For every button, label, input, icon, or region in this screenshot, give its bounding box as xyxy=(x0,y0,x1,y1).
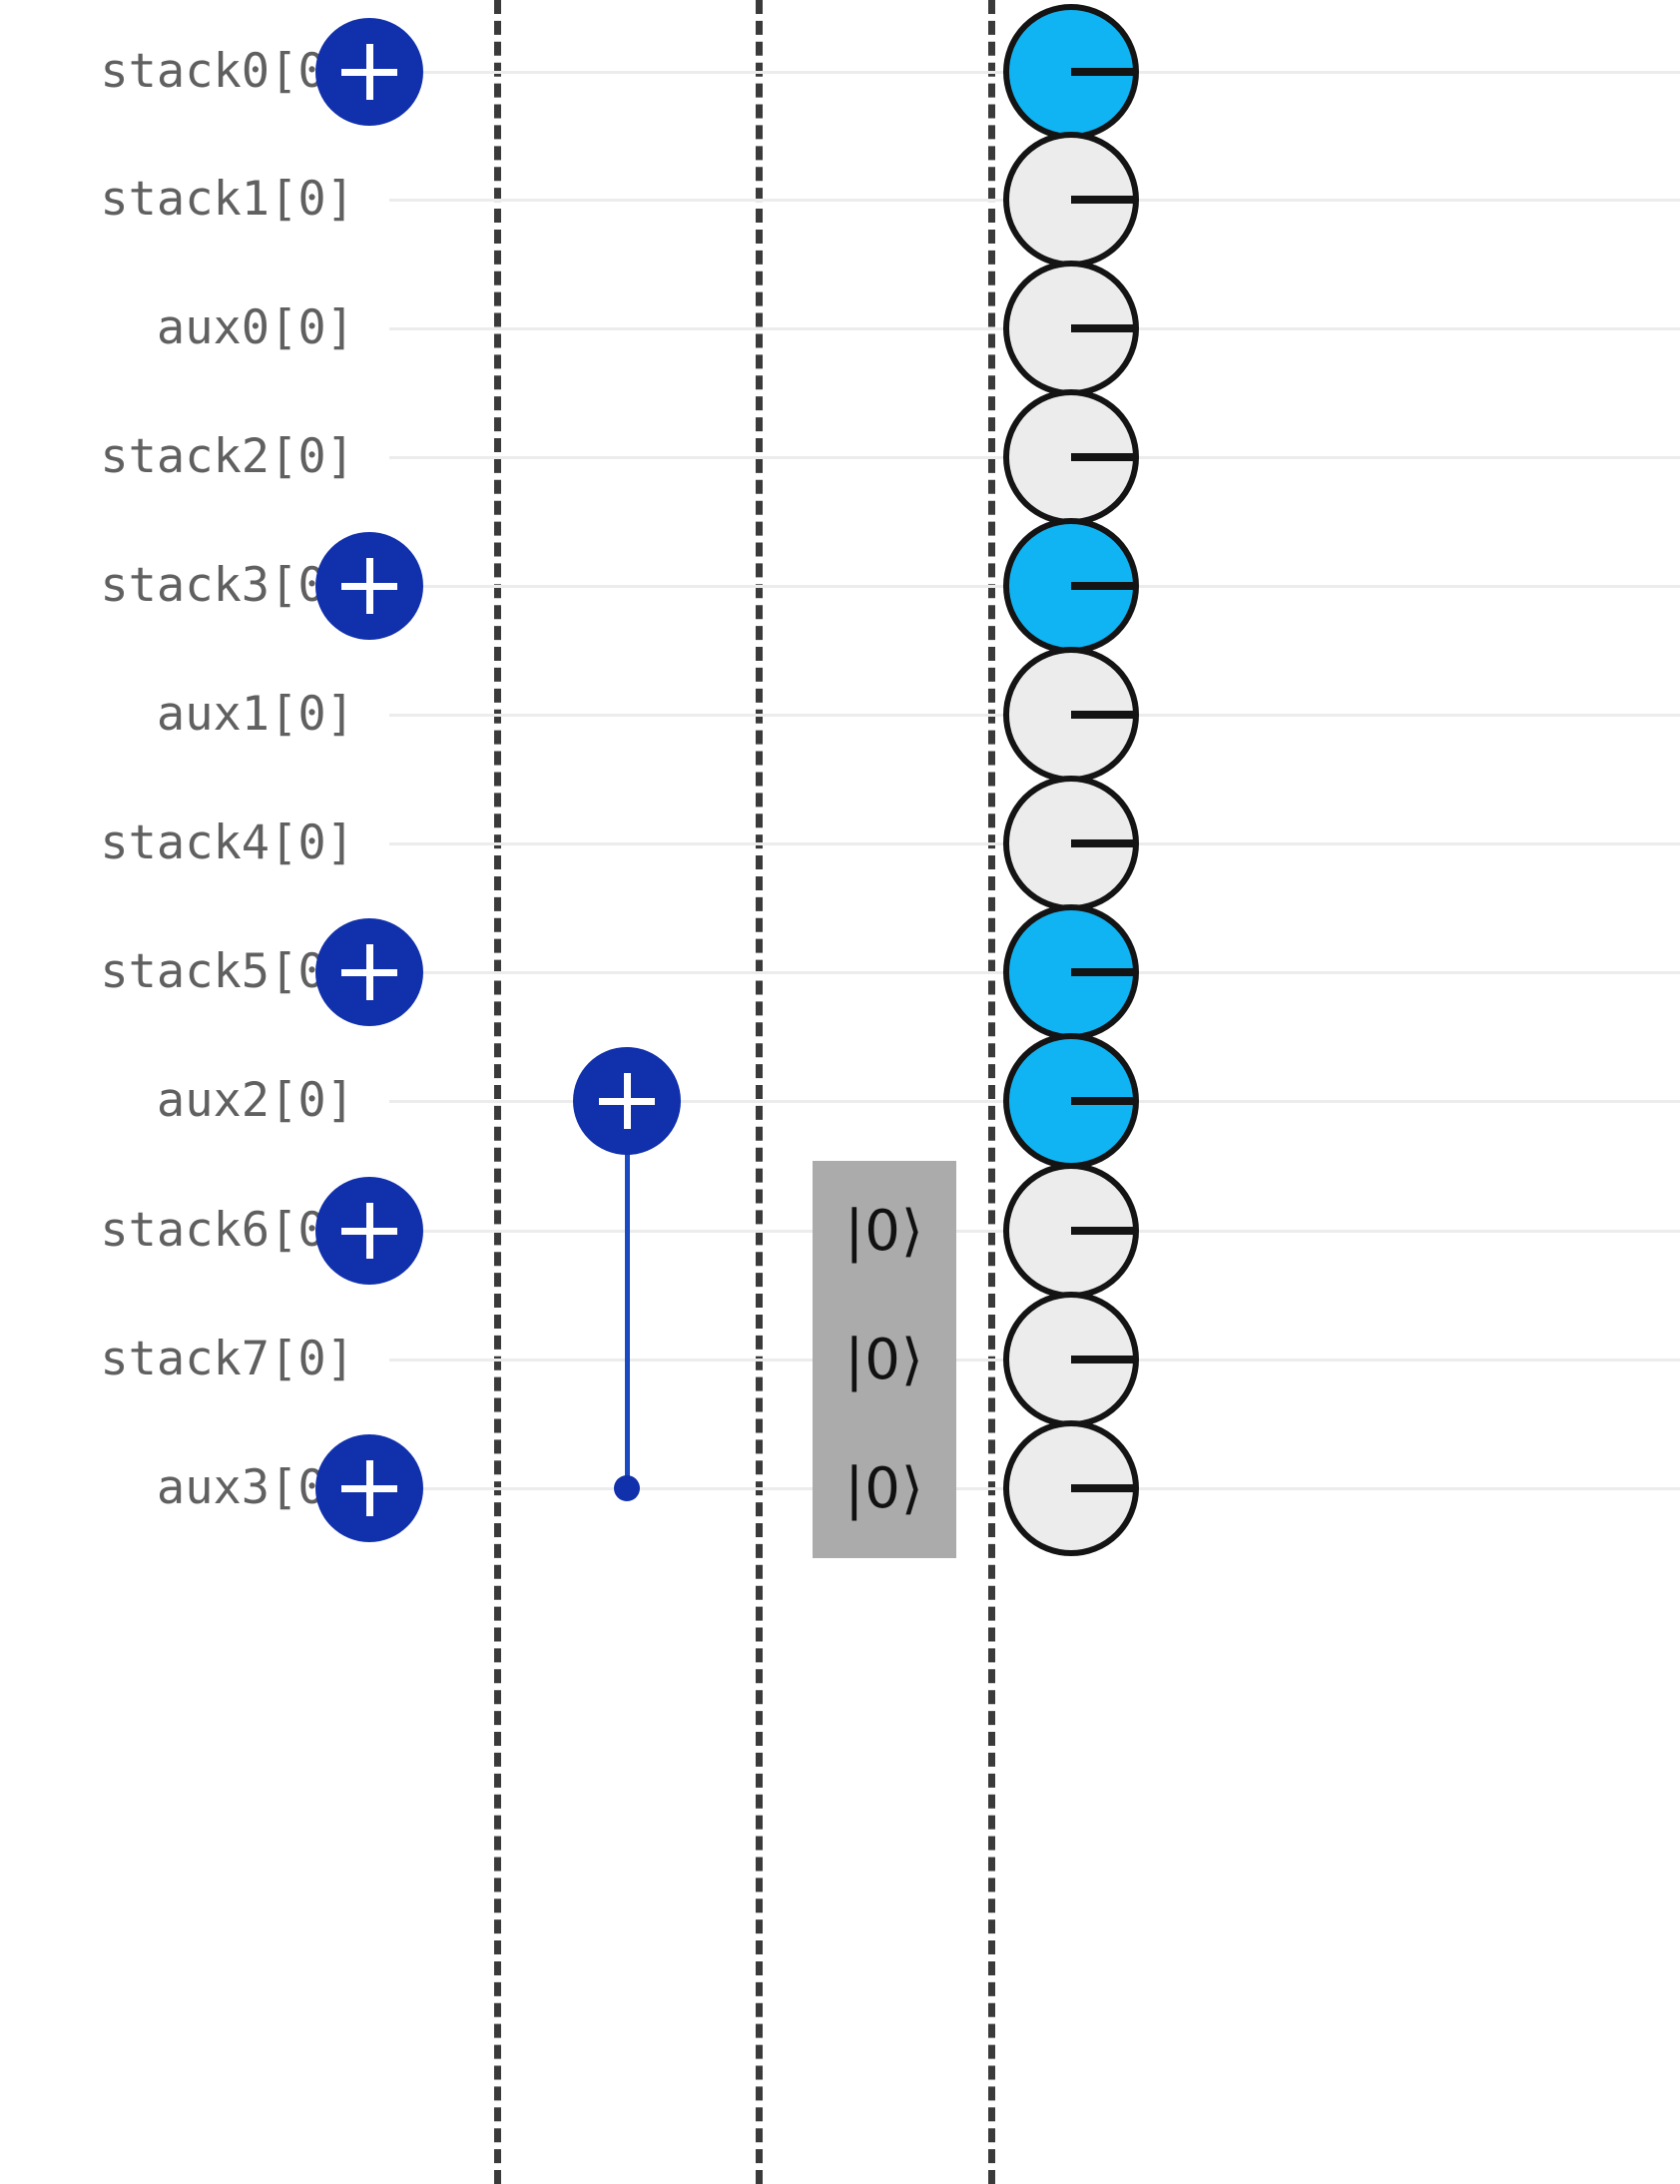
measurement-meter-icon[interactable] xyxy=(1003,518,1139,654)
x-gate-stack60[interactable] xyxy=(315,1177,423,1285)
measurement-meter-icon[interactable] xyxy=(1003,647,1139,783)
measurement-meter-icon[interactable] xyxy=(1003,1420,1139,1556)
barrier-2 xyxy=(988,0,995,2184)
qubit-label-stack70: stack7[0] xyxy=(100,1332,354,1386)
qubit-label-aux20: aux2[0] xyxy=(156,1073,354,1128)
qubit-label-aux00: aux0[0] xyxy=(156,300,354,355)
meter-needle-icon xyxy=(1071,453,1137,461)
qubit-label-stack00: stack0[0] xyxy=(100,44,354,99)
qubit-label-stack20: stack2[0] xyxy=(100,429,354,484)
reset-gate-aux30[interactable]: |0⟩ xyxy=(813,1418,956,1558)
meter-needle-icon xyxy=(1071,1356,1137,1364)
cnot-target-gate[interactable] xyxy=(573,1047,681,1155)
x-gate-aux30[interactable] xyxy=(315,1434,423,1542)
measurement-meter-icon[interactable] xyxy=(1003,904,1139,1040)
measurement-meter-icon[interactable] xyxy=(1003,261,1139,396)
barrier-1 xyxy=(756,0,763,2184)
meter-needle-icon xyxy=(1071,1484,1137,1492)
qubit-label-stack30: stack3[0] xyxy=(100,558,354,613)
qubit-label-stack10: stack1[0] xyxy=(100,172,354,227)
meter-needle-icon xyxy=(1071,196,1137,204)
meter-needle-icon xyxy=(1071,839,1137,847)
measurement-meter-icon[interactable] xyxy=(1003,389,1139,525)
meter-needle-icon xyxy=(1071,68,1137,76)
measurement-meter-icon[interactable] xyxy=(1003,4,1139,140)
measurement-meter-icon[interactable] xyxy=(1003,1033,1139,1169)
x-gate-stack50[interactable] xyxy=(315,918,423,1026)
measurement-meter-icon[interactable] xyxy=(1003,776,1139,911)
measurement-meter-icon[interactable] xyxy=(1003,1163,1139,1299)
reset-gate-stack70[interactable]: |0⟩ xyxy=(813,1290,956,1429)
qubit-label-aux10: aux1[0] xyxy=(156,687,354,742)
qubit-label-stack40: stack4[0] xyxy=(100,816,354,870)
reset-gate-stack60[interactable]: |0⟩ xyxy=(813,1161,956,1301)
meter-needle-icon xyxy=(1071,711,1137,719)
barrier-0 xyxy=(494,0,501,2184)
x-gate-stack00[interactable] xyxy=(315,18,423,126)
measurement-meter-icon[interactable] xyxy=(1003,1292,1139,1427)
meter-needle-icon xyxy=(1071,1227,1137,1235)
cnot-connector xyxy=(624,1101,630,1488)
measurement-meter-icon[interactable] xyxy=(1003,132,1139,268)
x-gate-stack30[interactable] xyxy=(315,532,423,640)
qubit-label-stack50: stack5[0] xyxy=(100,944,354,999)
cnot-control-dot-icon[interactable] xyxy=(614,1475,640,1501)
qubit-label-stack60: stack6[0] xyxy=(100,1203,354,1258)
meter-needle-icon xyxy=(1071,968,1137,976)
meter-needle-icon xyxy=(1071,324,1137,332)
meter-needle-icon xyxy=(1071,1097,1137,1105)
meter-needle-icon xyxy=(1071,582,1137,590)
